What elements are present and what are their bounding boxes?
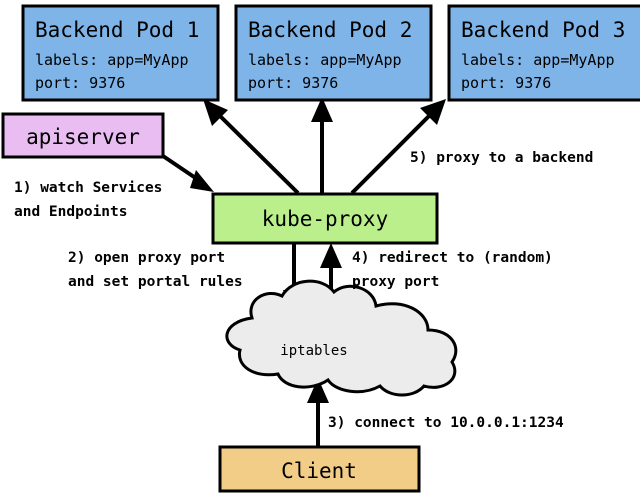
edge-label-step3: 3) connect to 10.0.0.1:1234 — [328, 415, 564, 431]
backend-pod-2-title: Backend Pod 2 — [248, 18, 412, 42]
edge-label-step4: 4) redirect to (random) proxy port — [352, 250, 553, 290]
backend-pod-1-title: Backend Pod 1 — [35, 18, 199, 42]
node-backend-pod-3: Backend Pod 3 labels: app=MyApp port: 93… — [447, 4, 640, 102]
edge-label-step5-line1: 5) proxy to a backend — [410, 150, 593, 166]
apiserver-title: apiserver — [26, 125, 140, 149]
node-client: Client — [218, 445, 421, 493]
backend-pod-3-labels: labels: app=MyApp — [461, 51, 615, 69]
node-iptables: iptables — [225, 279, 458, 397]
node-backend-pod-2: Backend Pod 2 labels: app=MyApp port: 93… — [234, 4, 433, 102]
edge-label-step2-line1: 2) open proxy port — [68, 250, 225, 266]
kube-proxy-title: kube-proxy — [262, 207, 388, 231]
node-kube-proxy: kube-proxy — [211, 192, 439, 245]
iptables-label: iptables — [280, 343, 347, 359]
edge-label-step4-line1: 4) redirect to (random) — [352, 250, 553, 266]
edge-kubeproxy-to-pod3 — [350, 99, 446, 195]
edge-apiserver-to-kubeproxy — [161, 154, 214, 192]
edge-kubeproxy-to-pod2 — [311, 97, 333, 193]
edge-label-step3-line1: 3) connect to 10.0.0.1:1234 — [328, 415, 564, 431]
edge-label-step2-line2: and set portal rules — [68, 274, 243, 290]
backend-pod-1-labels: labels: app=MyApp — [35, 51, 189, 69]
edge-label-step1-line1: 1) watch Services — [14, 180, 162, 196]
client-title: Client — [281, 459, 357, 483]
backend-pod-1-port: port: 9376 — [35, 74, 125, 92]
node-apiserver: apiserver — [1, 112, 165, 159]
node-backend-pod-1: Backend Pod 1 labels: app=MyApp port: 93… — [21, 4, 220, 102]
edge-label-step1-line2: and Endpoints — [14, 204, 128, 220]
edge-label-step4-line2: proxy port — [352, 274, 439, 290]
edge-kubeproxy-to-pod1 — [203, 99, 300, 195]
backend-pod-3-title: Backend Pod 3 — [461, 18, 625, 42]
backend-pod-2-labels: labels: app=MyApp — [248, 51, 402, 69]
backend-pod-3-port: port: 9376 — [461, 74, 551, 92]
edge-label-step2: 2) open proxy port and set portal rules — [68, 250, 243, 290]
edge-label-step5: 5) proxy to a backend — [410, 150, 593, 166]
backend-pod-2-port: port: 9376 — [248, 74, 338, 92]
edge-label-step1: 1) watch Services and Endpoints — [14, 180, 162, 220]
edge-client-to-iptables — [307, 378, 329, 447]
